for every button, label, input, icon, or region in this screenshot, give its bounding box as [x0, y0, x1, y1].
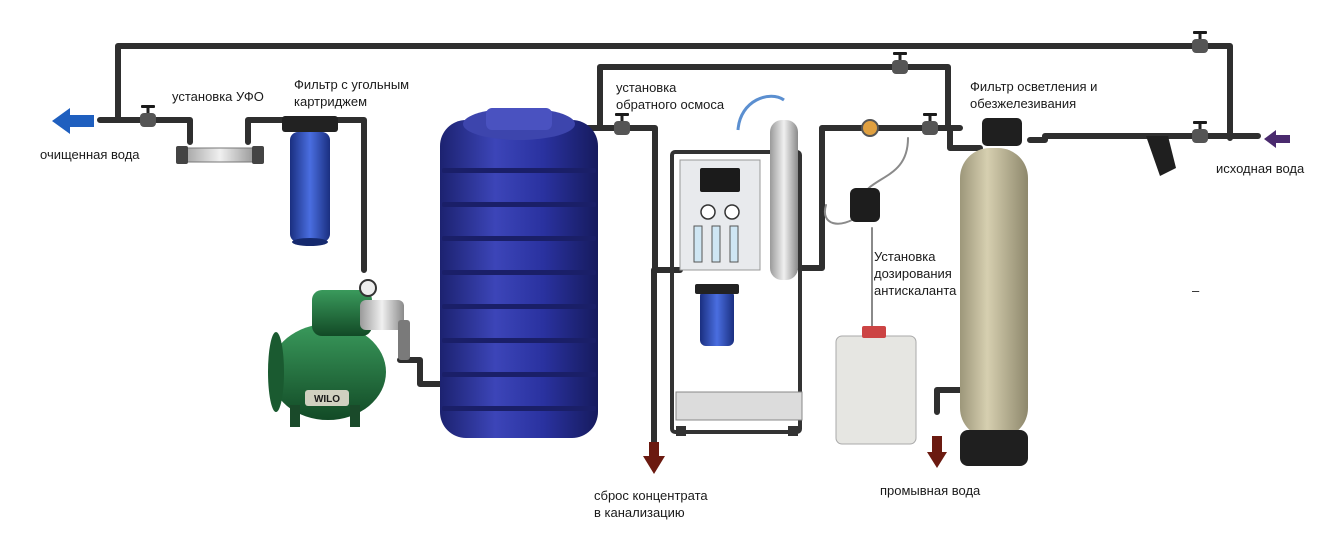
ro-prefilter [700, 290, 734, 346]
tank-to-ro-pipe [575, 125, 658, 271]
uv-lamp-body [179, 147, 261, 163]
tank-rib [442, 236, 596, 241]
ro-membrane-housing [770, 120, 798, 280]
filter-control-valve [982, 118, 1022, 146]
pump-to-tank-pipe [397, 357, 443, 387]
canister-cap [862, 326, 886, 338]
pressure-gauge-icon [700, 204, 716, 220]
filter-outlet-pipe [947, 125, 983, 151]
ro-prefilter-head [695, 284, 739, 294]
flow-meter-icon [693, 225, 703, 263]
iron-filter [960, 118, 1028, 466]
filter-base [960, 430, 1028, 466]
pump-logo: WILO [314, 394, 340, 405]
valves [140, 31, 1208, 143]
storage-tank [440, 108, 598, 438]
arrow-left-icon [52, 108, 94, 134]
wash-water-pipe [934, 387, 965, 415]
bypass-pipe-top [115, 43, 1233, 141]
label-uv-unit: установка УФО [172, 89, 264, 104]
dosing-pump [850, 188, 880, 222]
label-concentrate-drain: сброс концентрата в канализацию [594, 488, 708, 520]
uv-unit [176, 146, 264, 164]
pump-logo-plate [305, 390, 349, 406]
pump-motor [312, 290, 372, 336]
ro-foot-left [676, 426, 686, 436]
pressure-gauge-icon [724, 204, 740, 220]
filter-vessel [960, 148, 1028, 438]
tank-rib [442, 406, 596, 411]
bypass-pipe-ro [597, 64, 951, 131]
tank-lid [486, 108, 552, 130]
flow-meter-icon [861, 119, 879, 137]
ro-controller [700, 168, 740, 192]
tank-rib [442, 338, 596, 343]
hydro-tank [270, 324, 386, 420]
mesh-strainer [1146, 136, 1176, 176]
flow-meter-icon [711, 225, 721, 263]
label-clean-water: очищенная вода [40, 147, 140, 162]
ro-to-dosing-pipe [797, 125, 963, 271]
tank-rib [442, 168, 596, 173]
uv-endcap-left [176, 146, 188, 164]
source-water-pipe [1027, 133, 1261, 143]
ro-foot-right [788, 426, 798, 436]
valve-icon [922, 113, 938, 135]
antiscalant-canister [835, 335, 917, 445]
pipework [97, 43, 1261, 445]
pump-outlet [398, 320, 410, 360]
carbon-filter-bottom [292, 238, 328, 246]
ro-unit [670, 94, 803, 436]
tank-leg-right [350, 405, 360, 427]
tank-rib [442, 372, 596, 377]
ro-tube [736, 94, 785, 131]
valve-icon [140, 105, 156, 127]
carbon-filter-housing [290, 132, 330, 242]
carbon-filter-head [282, 116, 338, 132]
arrow-down-icon [927, 436, 947, 468]
tank-ribs [442, 168, 596, 411]
valve-icon [1192, 31, 1208, 53]
label-ro-unit: установка обратного осмоса [616, 80, 725, 112]
hydro-tank-endcap [268, 332, 284, 412]
ro-base-tray [675, 391, 803, 421]
label-carbon-filter: Фильтр с угольным картриджем [294, 77, 410, 109]
carbon-filter [282, 116, 338, 246]
tank-leg-left [290, 405, 300, 427]
arrow-down-icon [643, 442, 665, 474]
strainer [1146, 136, 1176, 176]
ro-frame [670, 150, 802, 434]
flow-meter-icon [729, 225, 739, 263]
dosing-tube [823, 137, 909, 331]
uv-to-carbon-pipe [245, 117, 291, 145]
flow-arrows [52, 108, 1290, 474]
pump-head [360, 300, 404, 330]
tank-body [440, 120, 598, 438]
label-antiscalant: Установка дозирования антискаланта [874, 249, 957, 298]
clean-water-pipe [97, 117, 193, 145]
carbon-to-pump-pipe [327, 117, 367, 273]
label-iron-filter: Фильтр осветления и обезжелезивания [970, 79, 1098, 111]
label-source-water: исходная вода [1216, 161, 1305, 176]
pressure-gauge-icon [359, 279, 377, 297]
tank-rib [442, 304, 596, 309]
valve-icon [892, 52, 908, 74]
pump-station: WILO [268, 279, 410, 427]
arrow-left-icon [1264, 130, 1290, 148]
uv-endcap-right [252, 146, 264, 164]
label-wash-water: промывная вода [880, 483, 981, 498]
label-stray-mark: – [1192, 283, 1200, 298]
dosing-unit [835, 119, 917, 445]
tank-rib [442, 202, 596, 207]
tank-rib [442, 270, 596, 275]
valve-icon [1192, 121, 1208, 143]
valve-icon [614, 113, 630, 135]
